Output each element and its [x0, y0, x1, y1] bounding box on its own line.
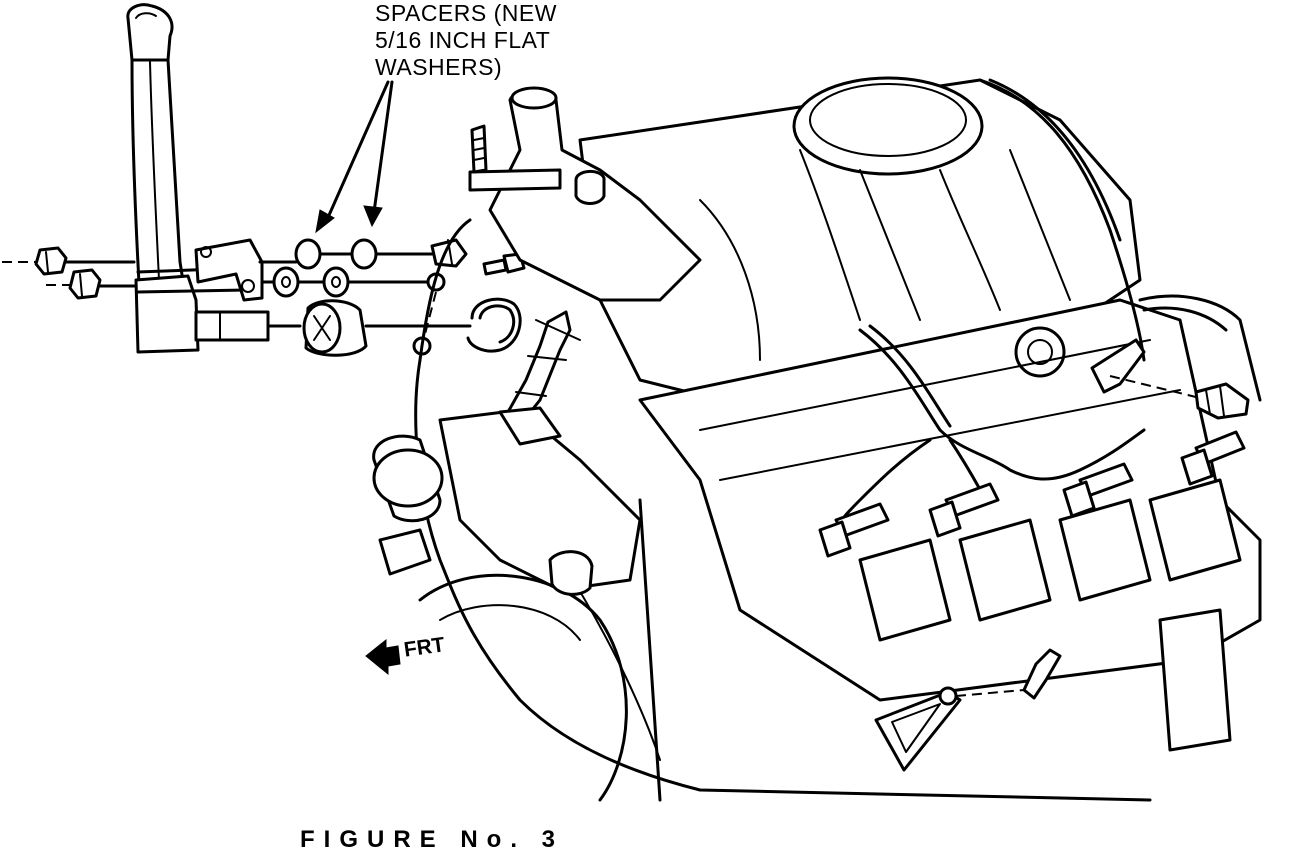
callout-arrows: [315, 80, 394, 234]
injectors: [818, 430, 1246, 558]
spacer-washers: [272, 238, 438, 298]
callout-line-1: SPACERS (NEW: [375, 0, 557, 26]
callout-line-2: 5/16 INCH FLAT: [375, 27, 551, 53]
figure-caption: FIGURE No. 3: [300, 826, 565, 853]
nut-lower: [68, 268, 102, 300]
callout-line-3: WASHERS): [375, 54, 503, 80]
nut-upper: [34, 246, 68, 276]
snap-ring: [466, 297, 522, 353]
engine-block: [372, 76, 1262, 802]
spacers-callout: SPACERS (NEW 5/16 INCH FLAT WASHERS): [375, 0, 557, 81]
dipstick-tube: [126, 3, 270, 354]
dipstick-grommet: [266, 299, 472, 357]
arrow-left-icon: [365, 638, 401, 676]
